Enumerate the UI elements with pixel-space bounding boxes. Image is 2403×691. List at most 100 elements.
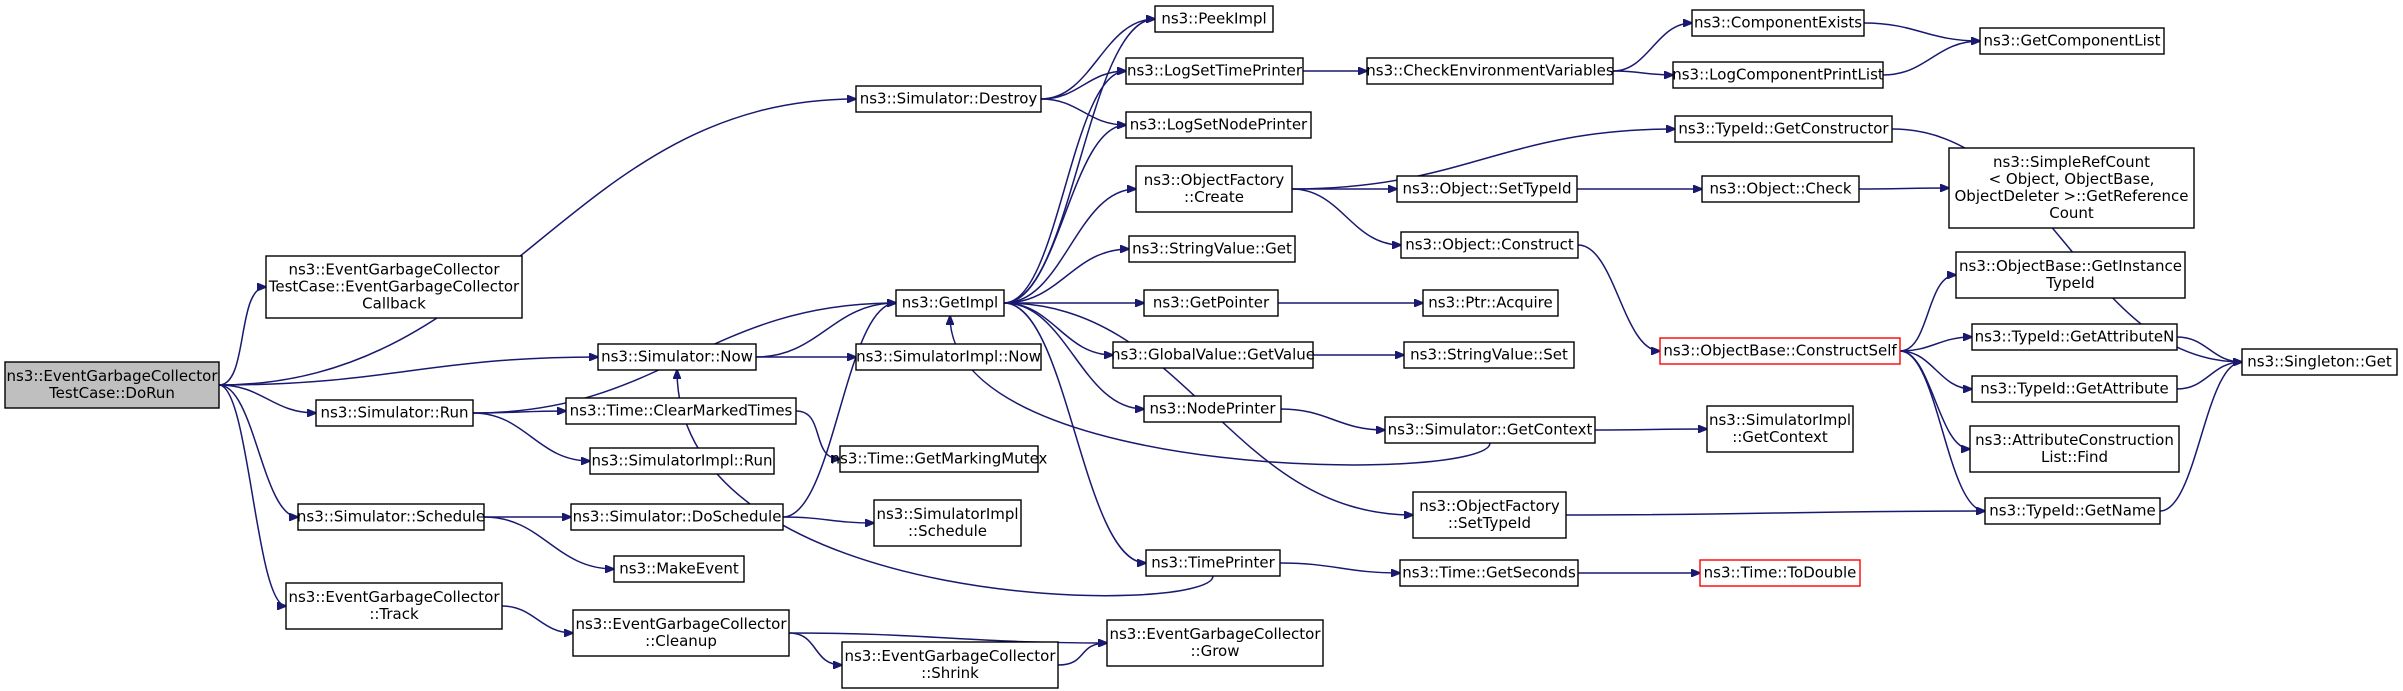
node-timeprinter[interactable]: ns3::TimePrinter [1145,549,1281,577]
node-clearmarked[interactable]: ns3::Time::ClearMarkedTimes [565,397,797,425]
node-logsetnode[interactable]: ns3::LogSetNodePrinter [1125,111,1312,139]
node-objcheck[interactable]: ns3::Object::Check [1701,175,1860,203]
edge-checkenv-to-compexists [1612,23,1692,72]
node-root[interactable]: ns3::EventGarbageCollectorTestCase::DoRu… [4,361,220,409]
node-label: ns3::LogSetTimePrinter [1127,62,1303,80]
node-globalvalue[interactable]: ns3::GlobalValue::GetValue [1111,341,1315,369]
node-grow[interactable]: ns3::EventGarbageCollector::Grow [1106,619,1324,667]
node-logsettime[interactable]: ns3::LogSetTimePrinter [1125,57,1304,85]
node-label: ns3::NodePrinter [1149,400,1276,418]
edge-compexists-to-getcomplist [1863,22,1980,41]
node-label: ObjectDeleter >::GetReference [1954,187,2188,205]
node-simimplrun[interactable]: ns3::SimulatorImpl::Run [589,447,775,475]
node-checkenv[interactable]: ns3::CheckEnvironmentVariables [1366,57,1614,85]
edge-getctor-to-singleton [1891,128,2242,362]
node-singleton[interactable]: ns3::Singleton::Get [2241,348,2398,376]
node-box [1948,147,2195,229]
edge-clearmarked-to-getmarkingmutex [795,410,840,459]
node-box [1403,341,1575,369]
node-label: ns3::MakeEvent [619,560,739,578]
node-getmarkingmutex[interactable]: ns3::Time::GetMarkingMutex [831,445,1048,473]
node-box [613,555,745,583]
node-getname[interactable]: ns3::TypeId::GetName [1984,497,2161,525]
node-nodeprinter[interactable]: ns3::NodePrinter [1143,395,1282,423]
node-label: < Object, ObjectBase, [1989,170,2155,188]
edge-getimpl-to-timeprinter [1003,302,1146,563]
node-box [1701,175,1860,203]
node-getattr[interactable]: ns3::TypeId::GetAttribute [1971,375,2178,403]
node-objsettypeid[interactable]: ns3::Object::SetTypeId [1396,175,1578,203]
node-box [570,503,784,531]
node-callback[interactable]: ns3::EventGarbageCollectorTestCase::Even… [265,255,523,319]
node-box [1422,289,1559,317]
node-box [565,397,797,425]
node-label: ns3::CheckEnvironmentVariables [1366,62,1614,80]
node-box [1399,559,1579,587]
node-logcomplist[interactable]: ns3::LogComponentPrintList [1672,61,1884,89]
node-objfactcreate[interactable]: ns3::ObjectFactory::Create [1135,165,1293,213]
node-label: ::GetContext [1732,428,1828,446]
node-simimplgetctx[interactable]: ns3::SimulatorImpl::GetContext [1706,405,1854,453]
node-label: ns3::EventGarbageCollector [288,588,500,606]
node-getctor[interactable]: ns3::TypeId::GetConstructor [1674,115,1893,143]
node-box [839,445,1039,473]
node-box [1366,57,1614,85]
node-label: ns3::StringValue::Set [1410,346,1568,364]
edge-constructself-to-attrfind [1899,350,1970,449]
node-makeevent[interactable]: ns3::MakeEvent [613,555,745,583]
node-getcomplist[interactable]: ns3::GetComponentList [1979,27,2165,55]
edge-objfactcreate-to-getctor [1291,129,1675,190]
node-timegetseconds[interactable]: ns3::Time::GetSeconds [1399,559,1579,587]
node-stringvalueset[interactable]: ns3::StringValue::Set [1403,341,1575,369]
node-label: ns3::TypeId::GetConstructor [1678,120,1889,138]
node-ptracquire[interactable]: ns3::Ptr::Acquire [1422,289,1559,317]
edge-root-to-schedule [218,384,298,517]
node-track[interactable]: ns3::EventGarbageCollector::Track [285,582,503,630]
node-simimplsched[interactable]: ns3::SimulatorImpl::Schedule [873,499,1022,547]
node-simgetcontext[interactable]: ns3::Simulator::GetContext [1384,416,1596,444]
edge-now-to-getimpl [755,303,896,358]
edge-checkenv-to-logcomplist [1612,70,1673,75]
node-label: ::Grow [1190,642,1239,660]
edge-root-to-destroy [218,99,856,386]
node-box [1106,619,1324,667]
node-destroy[interactable]: ns3::Simulator::Destroy [855,85,1042,113]
node-label: ns3::EventGarbageCollector [288,261,500,279]
node-cleanup[interactable]: ns3::EventGarbageCollector::Cleanup [572,609,790,657]
node-objconstruct[interactable]: ns3::Object::Construct [1400,231,1579,259]
node-box [855,85,1042,113]
node-label: ns3::EventGarbageCollector [1109,625,1321,643]
node-label: ::SetTypeId [1448,514,1531,532]
node-box [589,447,775,475]
node-doschedule[interactable]: ns3::Simulator::DoSchedule [570,503,784,531]
node-now[interactable]: ns3::Simulator::Now [597,343,757,371]
node-box [315,399,474,427]
node-simplerefcount[interactable]: ns3::SimpleRefCount< Object, ObjectBase,… [1948,147,2195,229]
node-todouble[interactable]: ns3::Time::ToDouble [1699,559,1861,587]
node-label: ns3::GlobalValue::GetValue [1111,346,1315,364]
node-constructself[interactable]: ns3::ObjectBase::ConstructSelf [1659,337,1901,365]
node-box [1971,323,2178,351]
function-nodes: ns3::EventGarbageCollectorTestCase::DoRu… [4,5,2398,689]
node-shrink[interactable]: ns3::EventGarbageCollector::Shrink [841,641,1059,689]
node-peekimpl[interactable]: ns3::PeekImpl [1154,5,1274,33]
node-getimpl[interactable]: ns3::GetImpl [895,289,1005,317]
node-box [1145,549,1281,577]
node-label: ns3::EventGarbageCollector [6,367,218,385]
node-label: ns3::EventGarbageCollector [844,647,1056,665]
node-getpointer[interactable]: ns3::GetPointer [1143,289,1279,317]
node-schedule[interactable]: ns3::Simulator::Schedule [297,503,485,531]
node-simimplnow[interactable]: ns3::SimulatorImpl::Now [855,343,1042,371]
node-getattrn[interactable]: ns3::TypeId::GetAttributeN [1971,323,2178,351]
edge-objconstruct-to-constructself [1577,244,1660,351]
node-compexists[interactable]: ns3::ComponentExists [1691,9,1865,37]
node-box [1691,9,1865,37]
node-run[interactable]: ns3::Simulator::Run [315,399,474,427]
node-label: ns3::TimePrinter [1151,554,1275,572]
node-label: ::Schedule [908,522,987,540]
edge-getimpl-to-logsetnode [1003,125,1126,304]
node-stringvalueget[interactable]: ns3::StringValue::Get [1128,235,1296,263]
node-objfactsettypeid[interactable]: ns3::ObjectFactory::SetTypeId [1412,491,1567,539]
